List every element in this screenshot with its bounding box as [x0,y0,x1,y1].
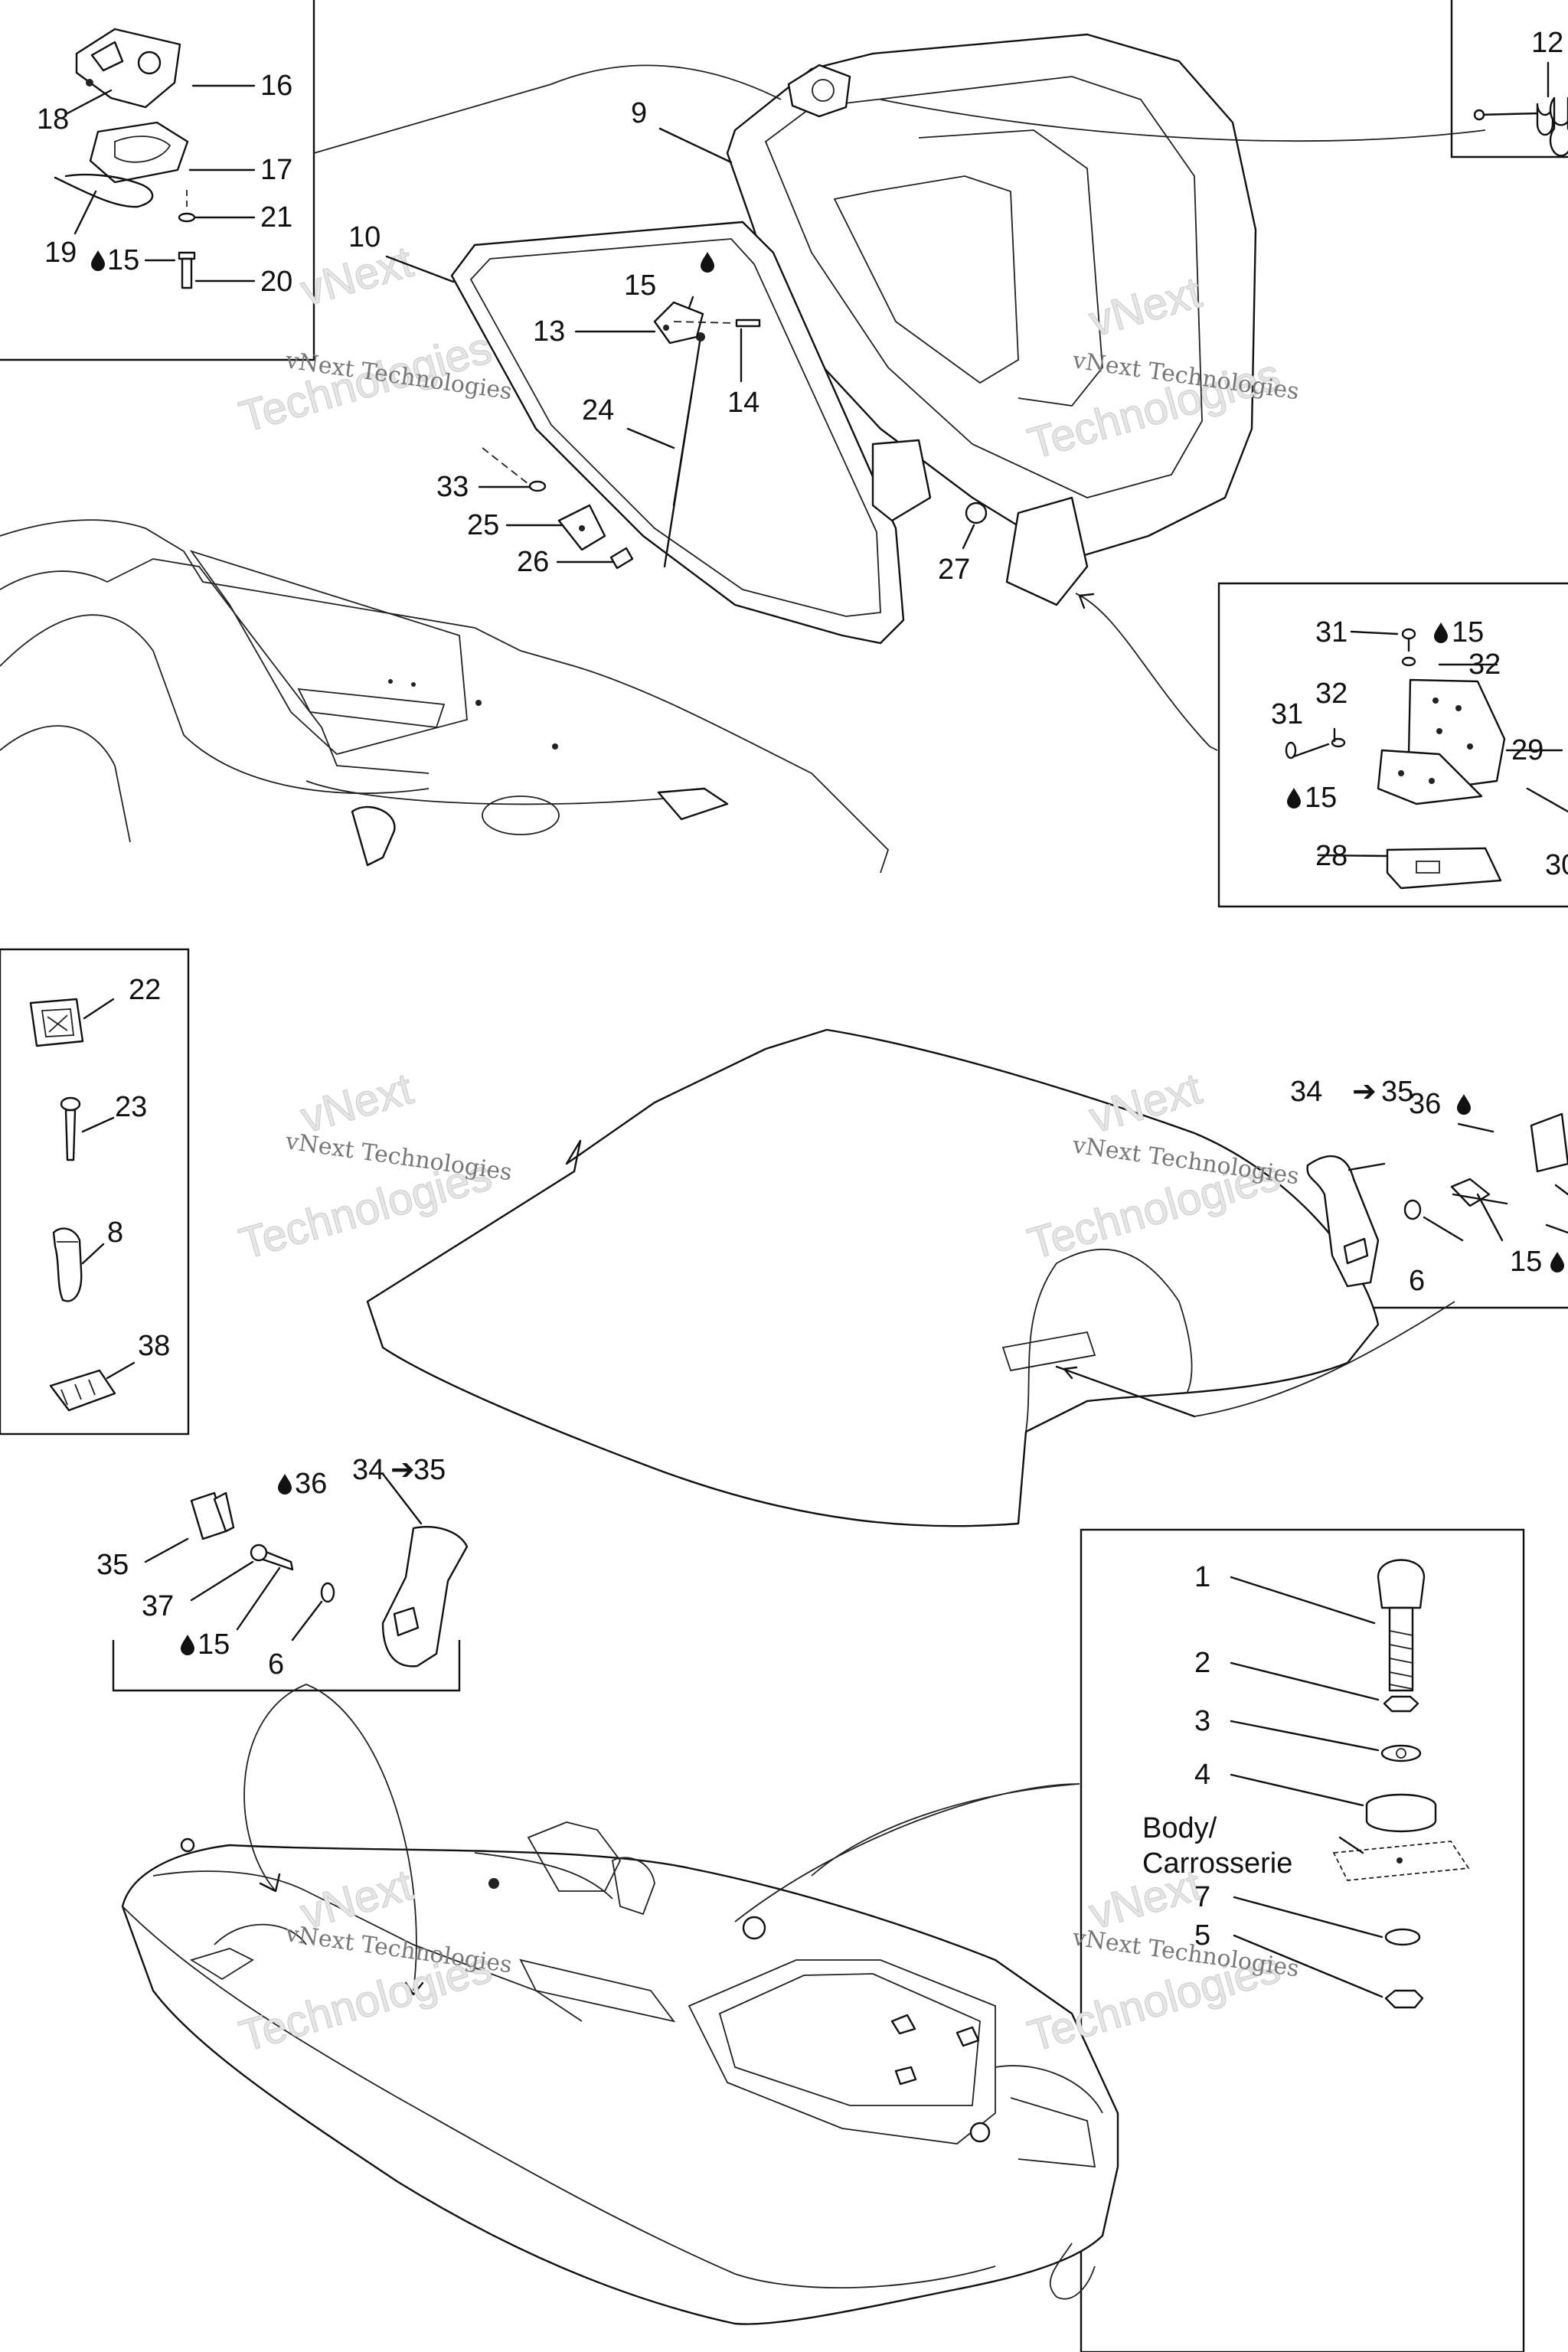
storage-lid [726,33,1257,560]
frame-handle-left [112,1640,461,1692]
label-16: 16 [260,70,292,102]
boat-hull [121,1821,1119,2325]
label-18: 18 [37,103,69,136]
label-32a: 32 [1468,648,1501,681]
label-20: 20 [260,266,292,298]
frame-hinge-detail [1217,582,1568,908]
label-24: 24 [582,394,614,426]
body-label-1: Body/ [1142,1812,1217,1844]
label-15e: 15 [1510,1246,1542,1278]
frame-hardware-list [0,948,190,1436]
label-38: 38 [138,1330,170,1362]
svg-text:vNext: vNext [296,1063,418,1142]
label-21: 21 [260,201,292,234]
hinge-detail [1285,628,1568,890]
label-35c: 35 [96,1549,129,1581]
label-27: 27 [938,554,970,586]
label-34a: 34 [1290,1076,1322,1108]
frame-bolt-stack [1080,1528,1525,2352]
body-label-2: Carrosserie [1142,1847,1292,1880]
label-37: 37 [142,1590,174,1622]
bolt-stack [1332,1559,1470,2009]
label-15f: 15 [198,1628,230,1661]
label-19: 19 [44,237,77,269]
label-10: 10 [348,221,381,253]
oil-drop-icon [1287,788,1301,808]
label-31a: 31 [1315,616,1348,648]
label-17: 17 [260,154,292,186]
label-22: 22 [129,974,161,1006]
gas-strut [663,332,705,568]
label-35b: 35 [413,1454,446,1486]
hardware-list [29,998,116,1412]
label-30: 30 [1545,849,1568,881]
deck-top-section [0,519,890,874]
label-7: 7 [1194,1881,1210,1913]
label-33: 33 [436,471,469,503]
label-14: 14 [727,387,760,419]
label-6a: 6 [1409,1265,1425,1297]
label-32b: 32 [1315,678,1348,710]
label-9: 9 [631,97,647,129]
label-15c: 15 [1452,616,1484,648]
label-29: 29 [1511,734,1544,766]
label-23: 23 [115,1091,147,1123]
label-34b: 34 [352,1454,384,1486]
fastener-12 [1473,96,1568,157]
lid-gasket [450,220,905,645]
frame-top-left [0,0,315,361]
label-35a: 35 [1381,1076,1413,1108]
seat-cushion [366,1028,1380,1527]
label-36a: 36 [1409,1088,1441,1120]
lid-hinges [871,439,1089,606]
oil-drop-icon [181,1635,194,1655]
watermark-6: vNext Technologies vNext Technologies [1022,1860,1301,2063]
label-4: 4 [1194,1759,1210,1791]
label-15b: 15 [624,270,656,302]
label-6b: 6 [268,1648,284,1681]
right-arrow-icon: ➔ [1352,1076,1377,1108]
label-13: 13 [533,315,565,348]
oil-drop-icon [1550,1252,1564,1272]
label-2: 2 [1194,1647,1210,1679]
label-25: 25 [467,509,499,541]
label-28: 28 [1315,840,1348,872]
oil-drop-icon [1457,1094,1471,1115]
oil-drop-icon [278,1474,292,1494]
frame-top-right [1450,0,1568,158]
strut-bracket-upper [653,301,761,345]
label-12: 12 [1531,27,1563,59]
label-1: 1 [1194,1561,1210,1593]
handle-left [190,1491,469,1668]
label-31b: 31 [1271,698,1303,730]
label-26: 26 [517,546,549,578]
label-3: 3 [1194,1705,1210,1737]
right-arrow-icon: ➔ [390,1454,415,1486]
latch-assembly [54,28,196,289]
label-15a: 15 [107,244,139,276]
oil-drop-icon [1434,622,1448,643]
label-15d: 15 [1305,782,1337,814]
strut-bracket-lower [482,447,634,570]
label-5: 5 [1194,1919,1210,1952]
label-8: 8 [107,1217,123,1249]
oil-drop-icon [91,250,105,271]
callout-labels: 16 18 17 21 19 15 20 9 10 12 15 13 14 24… [37,27,1568,1952]
label-36b: 36 [295,1468,327,1500]
